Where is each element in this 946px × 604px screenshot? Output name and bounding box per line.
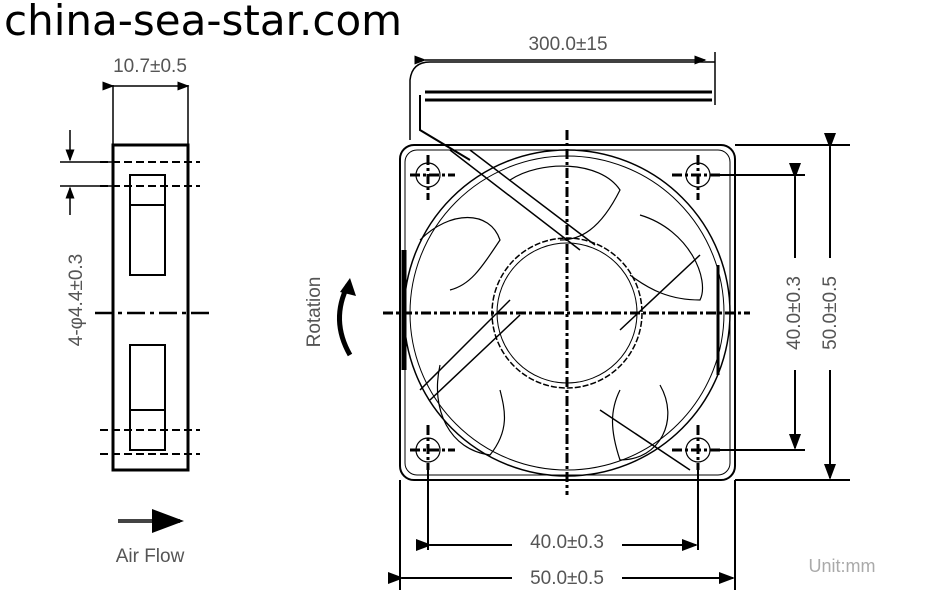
cable-length-dim: 300.0±15 bbox=[528, 34, 607, 55]
watermark: china-sea-star.com bbox=[4, 0, 403, 45]
size-vertical-dim: 50.0±0.5 bbox=[820, 276, 841, 350]
front-view bbox=[337, 52, 850, 590]
hole-pitch-horizontal-dim: 40.0±0.3 bbox=[530, 532, 604, 553]
cable bbox=[409, 52, 716, 161]
centerlines bbox=[383, 130, 750, 495]
hole-diameter-dim: 4-φ4.4±0.3 bbox=[66, 254, 87, 346]
side-width-dim: 10.7±0.5 bbox=[113, 56, 187, 77]
hole-pitch-vertical-dim: 40.0±0.3 bbox=[784, 276, 805, 350]
struts bbox=[419, 149, 701, 471]
rotation-arrowhead-icon bbox=[340, 278, 356, 296]
size-horizontal-dim: 50.0±0.5 bbox=[530, 568, 604, 589]
rotation-label: Rotation bbox=[304, 277, 325, 348]
airflow-label: Air Flow bbox=[116, 546, 185, 567]
unit-label: Unit:mm bbox=[809, 556, 876, 576]
rotation-arrow-icon bbox=[337, 283, 353, 357]
fan-blades bbox=[419, 165, 704, 461]
side-view bbox=[60, 81, 210, 533]
